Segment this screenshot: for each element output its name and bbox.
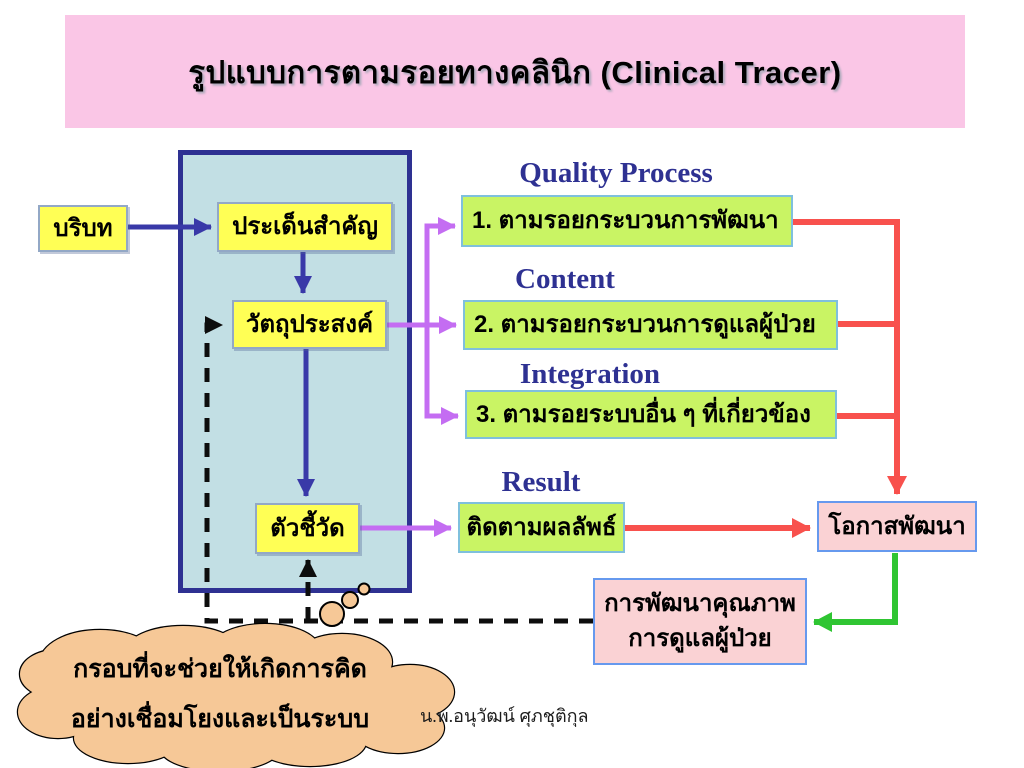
box-context: บริบท	[38, 205, 128, 252]
box-track-results: ติดตามผลลัพธ์	[458, 502, 625, 553]
thought-bubble-trail	[319, 582, 371, 627]
box-indicators: ตัวชี้วัด	[255, 503, 360, 554]
header-result: Result	[501, 466, 581, 498]
dashed-feedback-to-objectives	[204, 316, 593, 624]
arrow-opportunity-to-improvement	[813, 553, 898, 632]
arrow-branch-to-trace3	[424, 325, 459, 425]
quality-improvement-line2: การดูแลผู้ป่วย	[628, 624, 772, 652]
slide-title: รูปแบบการตามรอยทางคลินิก (Clinical Trace…	[188, 54, 842, 90]
header-quality-process: Quality Process	[519, 157, 713, 189]
box-objectives: วัตถุประสงค์	[232, 300, 387, 349]
title-banner: รูปแบบการตามรอยทางคลินิก (Clinical Trace…	[65, 15, 965, 128]
cloud-text-line1: กรอบที่จะช่วยให้เกิดการคิด	[73, 655, 367, 683]
box-trace-patient-care: 2. ตามรอยกระบวนการดูแลผู้ป่วย	[463, 300, 838, 350]
box-trace-development: 1. ตามรอยกระบวนการพัฒนา	[461, 195, 793, 247]
cloud-text-line2: อย่างเชื่อมโยงและเป็นระบบ	[70, 705, 370, 733]
box-key-issues: ประเด็นสำคัญ	[217, 202, 393, 252]
box-trace-other-systems: 3. ตามรอยระบบอื่น ๆ ที่เกี่ยวข้อง	[465, 390, 837, 439]
arrow-branch-to-trace1	[424, 217, 456, 325]
line-trace1-to-opportunity	[792, 219, 907, 495]
footer-author: น.พ.อนุวัฒน์ ศุภชุติกุล	[420, 706, 589, 726]
box-quality-improvement: การพัฒนาคุณภาพ การดูแลผู้ป่วย	[593, 578, 807, 665]
header-integration: Integration	[519, 358, 661, 390]
thought-cloud	[16, 582, 456, 768]
box-improvement-opportunity: โอกาสพัฒนา	[817, 501, 977, 552]
header-content: Content	[515, 263, 615, 295]
quality-improvement-line1: การพัฒนาคุณภาพ	[604, 589, 796, 617]
